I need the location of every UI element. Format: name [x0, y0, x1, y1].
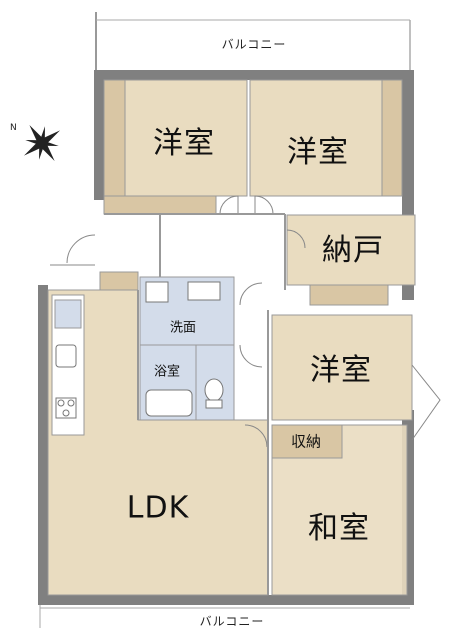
interior-walls	[104, 213, 286, 595]
bathtub	[145, 389, 193, 417]
balcony-bottom-label: バルコニー	[199, 614, 265, 629]
kitchen-pantry	[99, 271, 139, 291]
bathroom-label: 浴室	[153, 364, 181, 380]
balcony-top	[95, 12, 411, 72]
storage-room-label: 納戸	[322, 233, 384, 268]
fixtures	[55, 281, 224, 419]
toilet-bowl	[204, 378, 224, 402]
compass-label: N	[10, 123, 17, 133]
closet-label: 収納	[290, 432, 322, 451]
japanese-room-label: 和室	[308, 511, 370, 546]
ldk-label: LDK	[126, 490, 190, 526]
kitchen-sink	[55, 344, 77, 368]
closet-strip-storage	[309, 284, 389, 306]
room-fills	[47, 79, 416, 596]
washbasin	[187, 281, 221, 301]
washroom-label: 洗面	[169, 320, 197, 336]
compass-icon	[23, 124, 61, 162]
western-room-3	[271, 314, 413, 421]
balcony-top-label: バルコニー	[221, 37, 287, 52]
western-room-1-label: 洋室	[153, 126, 215, 161]
western-room-3-label: 洋室	[310, 353, 372, 388]
western-room-2-label: 洋室	[287, 135, 349, 170]
closet-strip-top	[103, 195, 217, 215]
storage-room	[286, 214, 416, 286]
